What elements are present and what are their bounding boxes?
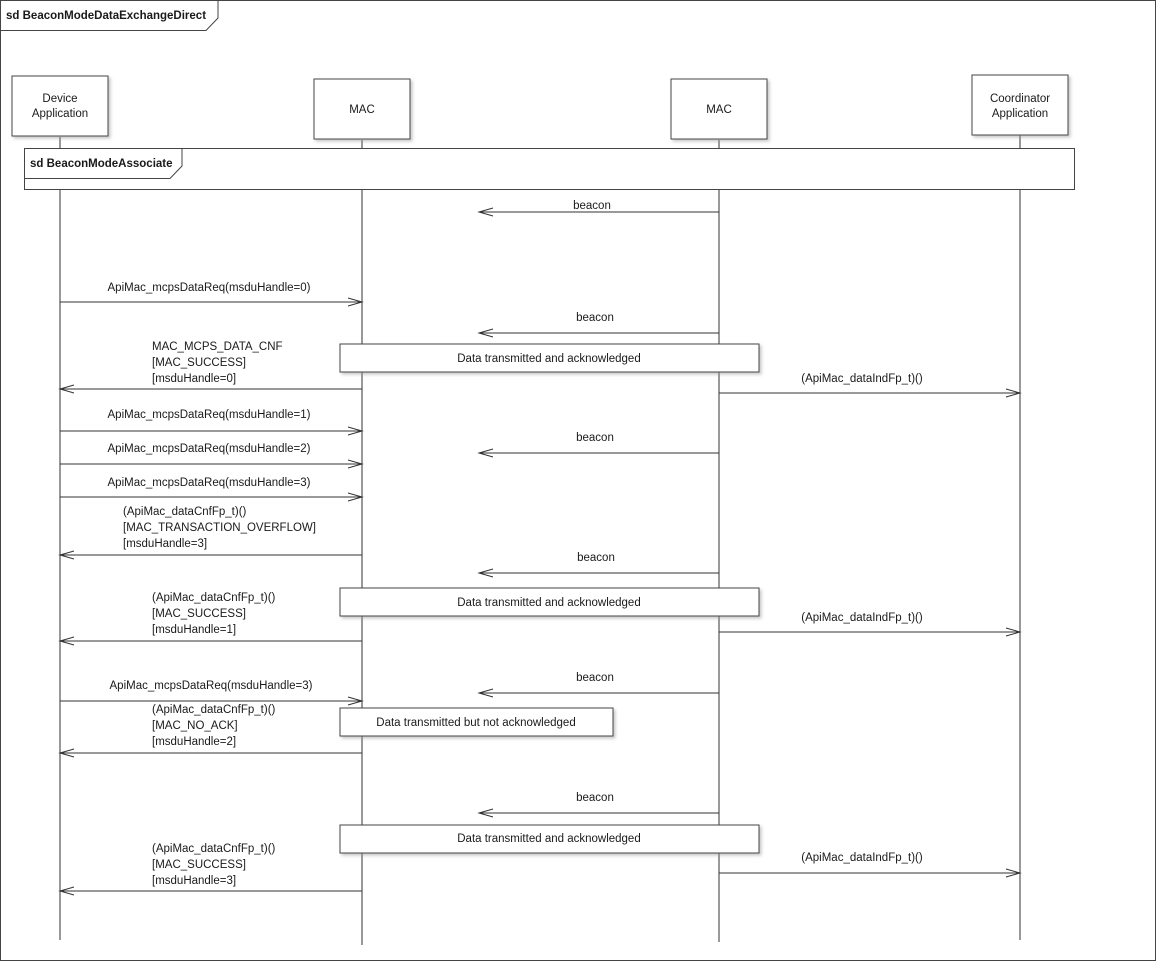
note-box: Data transmitted and acknowledged xyxy=(339,587,760,617)
note-box: Data transmitted and acknowledged xyxy=(339,343,760,373)
message-label: (ApiMac_dataCnfFp_t)() xyxy=(123,506,247,518)
message-9: ApiMac_mcpsDataReq(msduHandle=3) xyxy=(60,477,364,502)
message-label: ApiMac_mcpsDataReq(msduHandle=1) xyxy=(108,409,311,421)
messages: beaconApiMac_mcpsDataReq(msduHandle=0)be… xyxy=(58,200,1022,896)
interaction-fragment: sd BeaconModeAssociate xyxy=(24,148,1075,190)
diagram-frame-tab xyxy=(0,0,219,31)
lifeline-head-coordinator: Coordinator Application xyxy=(971,74,1069,136)
message-17: beacon xyxy=(477,792,719,818)
message-label: beacon xyxy=(573,200,611,212)
note-label: Data transmitted and acknowledged xyxy=(457,597,640,609)
message-label: ApiMac_mcpsDataReq(msduHandle=3) xyxy=(108,477,311,489)
message-label: [MAC_SUCCESS] xyxy=(152,859,246,871)
message-16: (ApiMac_dataCnfFp_t)() [MAC_NO_ACK] [msduH… xyxy=(58,704,362,758)
message-arrowhead xyxy=(347,459,364,469)
message-arrowhead xyxy=(477,207,494,217)
message-arrowhead xyxy=(477,688,494,698)
message-arrowhead xyxy=(1005,627,1022,637)
lifeline-head-device: Device Application xyxy=(11,75,109,137)
message-label: (ApiMac_dataCnfFp_t)() xyxy=(152,704,276,716)
diagram-frame-title: sd BeaconModeDataExchangeDirect xyxy=(6,10,206,22)
message-arrowhead xyxy=(58,886,75,896)
message-arrowhead xyxy=(1005,868,1022,878)
message-label: (ApiMac_dataIndFp_t)() xyxy=(801,852,923,864)
message-18: (ApiMac_dataCnfFp_t)() [MAC_SUCCESS] [msdu… xyxy=(58,843,362,896)
message-label: beacon xyxy=(576,792,614,804)
lifeline-label-line: MAC xyxy=(706,104,732,116)
message-8: ApiMac_mcpsDataReq(msduHandle=2) xyxy=(60,443,364,469)
message-label: [MAC_TRANSACTION_OVERFLOW] xyxy=(123,522,316,534)
note-label: Data transmitted and acknowledged xyxy=(457,833,640,845)
message-label: beacon xyxy=(576,432,614,444)
note-box: Data transmitted but not acknowledged xyxy=(339,707,614,737)
message-6: ApiMac_mcpsDataReq(msduHandle=1) xyxy=(60,409,364,436)
note-label: Data transmitted but not acknowledged xyxy=(376,717,575,729)
lifeline-label-line: Coordinator xyxy=(990,93,1050,105)
message-15: ApiMac_mcpsDataReq(msduHandle=3) xyxy=(60,680,364,706)
message-19: (ApiMac_dataIndFp_t)() xyxy=(719,852,1022,878)
lifeline-head-mac-1: MAC xyxy=(313,78,411,140)
message-7: beacon xyxy=(477,432,719,458)
note-label: Data transmitted and acknowledged xyxy=(457,353,640,365)
message-label: (ApiMac_dataIndFp_t)() xyxy=(801,373,923,385)
message-13: (ApiMac_dataIndFp_t)() xyxy=(719,612,1022,637)
message-arrowhead xyxy=(1005,388,1022,398)
message-label: [msduHandle=3] xyxy=(123,538,207,550)
message-label: ApiMac_mcpsDataReq(msduHandle=3) xyxy=(110,680,313,692)
message-arrowhead xyxy=(477,328,494,338)
message-label: (ApiMac_dataCnfFp_t)() xyxy=(152,843,276,855)
message-label: ApiMac_mcpsDataReq(msduHandle=2) xyxy=(108,443,311,455)
message-label: (ApiMac_dataIndFp_t)() xyxy=(801,612,923,624)
message-arrowhead xyxy=(58,384,75,394)
message-3: beacon xyxy=(477,312,719,338)
message-arrowhead xyxy=(477,568,494,578)
message-label: beacon xyxy=(577,552,615,564)
lifeline-label-line: Device xyxy=(42,93,77,105)
message-arrowhead xyxy=(347,297,364,307)
lifeline-head-mac-2: MAC xyxy=(670,78,768,140)
fragment-title: sd BeaconModeAssociate xyxy=(30,158,173,170)
message-4: MAC_MCPS_DATA_CNF [MAC_SUCCESS] [msduHandl… xyxy=(58,341,362,394)
message-arrowhead xyxy=(347,492,364,502)
lifeline-label-line: Application xyxy=(992,108,1048,120)
lifeline-label-line: MAC xyxy=(349,104,375,116)
message-label: [MAC_NO_ACK] xyxy=(152,720,238,732)
message-14: beacon xyxy=(477,672,719,698)
lifeline-label-line: Application xyxy=(32,108,88,120)
note-box: Data transmitted and acknowledged xyxy=(339,824,760,854)
message-label: [msduHandle=2] xyxy=(152,736,236,748)
message-12: (ApiMac_dataCnfFp_t)() [MAC_SUCCESS] [msdu… xyxy=(58,592,362,646)
message-label: beacon xyxy=(576,672,614,684)
message-label: [MAC_SUCCESS] xyxy=(152,608,246,620)
message-arrowhead xyxy=(347,426,364,436)
message-label: ApiMac_mcpsDataReq(msduHandle=0) xyxy=(108,282,311,294)
message-arrowhead xyxy=(347,696,364,706)
message-arrowhead xyxy=(477,448,494,458)
message-2: ApiMac_mcpsDataReq(msduHandle=0) xyxy=(60,282,364,307)
message-label: beacon xyxy=(576,312,614,324)
message-5: (ApiMac_dataIndFp_t)() xyxy=(719,373,1022,398)
message-label: [msduHandle=3] xyxy=(152,875,236,887)
message-label: (ApiMac_dataCnfFp_t)() xyxy=(152,592,276,604)
message-arrowhead xyxy=(58,748,75,758)
message-label: [msduHandle=1] xyxy=(152,624,236,636)
message-label: MAC_MCPS_DATA_CNF xyxy=(152,341,283,353)
message-label: [MAC_SUCCESS] xyxy=(152,357,246,369)
message-label: [msduHandle=0] xyxy=(152,373,236,385)
message-arrowhead xyxy=(58,550,75,560)
message-arrowhead xyxy=(477,808,494,818)
message-arrowhead xyxy=(58,636,75,646)
message-1: beacon xyxy=(477,200,719,217)
message-11: beacon xyxy=(477,552,719,578)
message-10: (ApiMac_dataCnfFp_t)() [MAC_TRANSACTION_O… xyxy=(58,506,362,560)
